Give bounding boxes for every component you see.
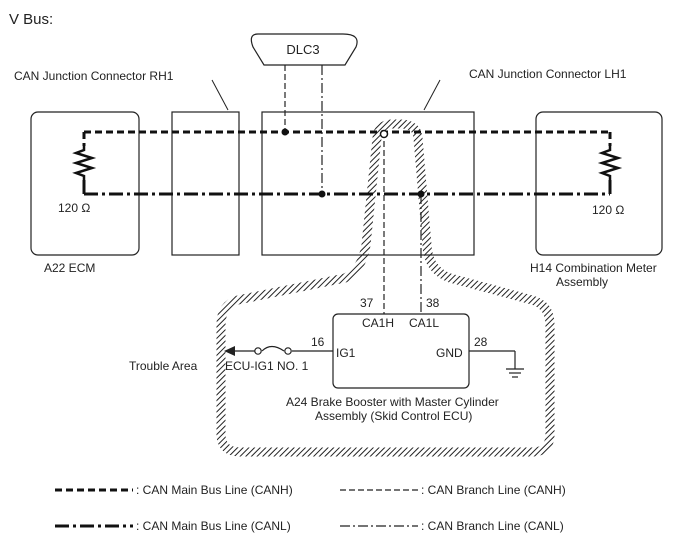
legend-main-canh: : CAN Main Bus Line (CANH) xyxy=(136,483,293,497)
rh1-leader xyxy=(211,79,229,111)
lh1-label: CAN Junction Connector LH1 xyxy=(469,67,627,81)
canl-main-bus xyxy=(82,180,612,196)
legend: : CAN Main Bus Line (CANH) : CAN Branch … xyxy=(55,483,566,533)
meter-label-line1: H14 Combination Meter xyxy=(530,261,657,275)
ecm-label: A22 ECM xyxy=(44,261,95,275)
ecm-box xyxy=(30,111,140,256)
ca1l-label: CA1L xyxy=(409,316,439,330)
pin-38: 38 xyxy=(426,296,440,310)
diagram-title: V Bus: xyxy=(9,11,53,28)
meter-resistor-label: 120 Ω xyxy=(592,203,624,217)
rh1-box xyxy=(171,111,240,256)
meter-box xyxy=(535,111,663,256)
ecm-resistor xyxy=(71,146,97,180)
trouble-area-label: Trouble Area xyxy=(129,359,198,373)
brake-ecu-label-line2: Assembly (Skid Control ECU) xyxy=(315,409,472,423)
meter-resistor xyxy=(597,146,623,180)
lh1-leader xyxy=(423,79,441,111)
ecm-resistor-label: 120 Ω xyxy=(58,201,90,215)
ground-icon xyxy=(506,368,524,378)
gnd-label: GND xyxy=(436,346,463,360)
rh1-label: CAN Junction Connector RH1 xyxy=(14,69,174,83)
meter-label-line2: Assembly xyxy=(556,275,608,289)
dlc3-connector xyxy=(250,33,358,66)
legend-branch-canl: : CAN Branch Line (CANL) xyxy=(421,519,564,533)
dlc3-label: DLC3 xyxy=(286,42,319,57)
pin-16: 16 xyxy=(311,335,325,349)
legend-main-canl: : CAN Main Bus Line (CANL) xyxy=(136,519,291,533)
fuse-label: ECU-IG1 NO. 1 xyxy=(225,359,309,373)
pin-37: 37 xyxy=(360,296,374,310)
junction-dots xyxy=(281,128,425,198)
lh1-box xyxy=(261,111,475,256)
ig1-label: IG1 xyxy=(336,346,356,360)
legend-branch-canh: : CAN Branch Line (CANH) xyxy=(421,483,566,497)
canh-main-bus xyxy=(82,130,612,146)
canh-junction-open xyxy=(379,129,389,139)
ig1-power-line xyxy=(234,345,333,355)
ca1h-label: CA1H xyxy=(362,316,394,330)
arrow-left-icon xyxy=(224,346,235,356)
brake-ecu-label-line1: A24 Brake Booster with Master Cylinder xyxy=(286,395,499,409)
pin-28: 28 xyxy=(474,335,488,349)
gnd-line xyxy=(469,350,516,369)
